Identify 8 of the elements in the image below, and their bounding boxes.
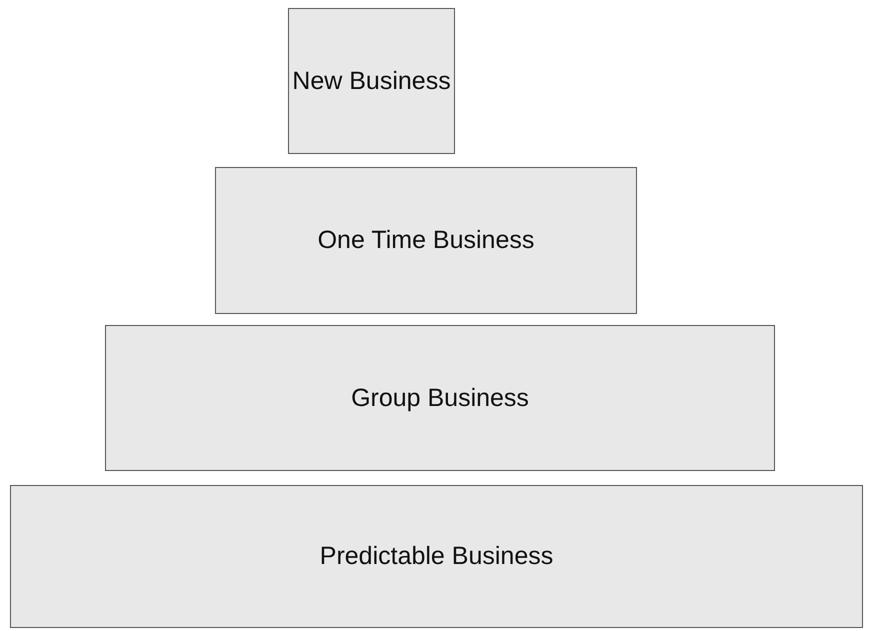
tier-box (10, 485, 863, 628)
tier-label: New Business (292, 66, 451, 96)
tier-box (105, 325, 775, 471)
tier-label: One Time Business (318, 226, 534, 255)
tier-box (215, 167, 637, 314)
tier-label: Predictable Business (320, 542, 554, 571)
tier-label: Group Business (351, 384, 529, 412)
tier-box (288, 8, 455, 154)
